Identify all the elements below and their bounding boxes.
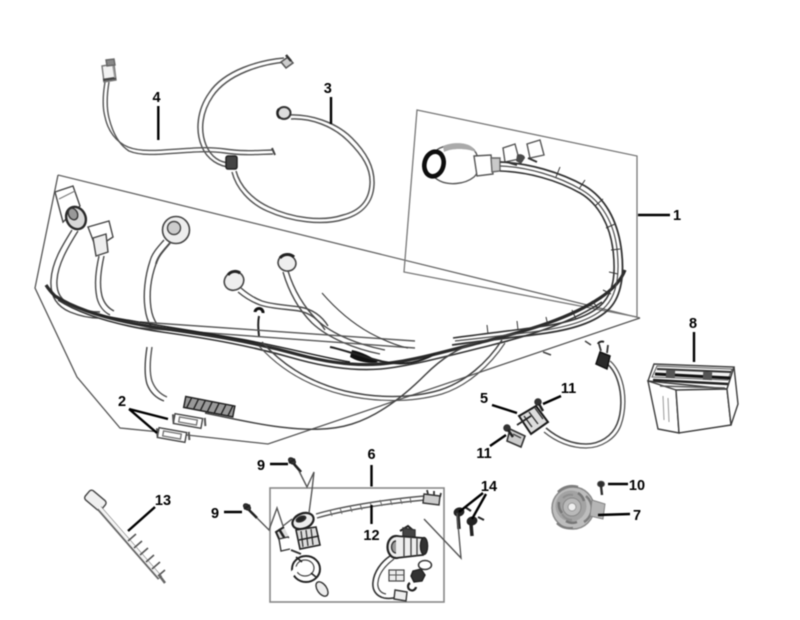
svg-text:5: 5 <box>480 391 488 407</box>
svg-text:4: 4 <box>153 90 161 106</box>
svg-text:2: 2 <box>118 394 126 410</box>
svg-text:9: 9 <box>211 506 219 522</box>
svg-text:11: 11 <box>476 446 491 462</box>
svg-text:3: 3 <box>324 81 332 97</box>
svg-text:11: 11 <box>561 381 576 397</box>
svg-text:1: 1 <box>673 208 681 224</box>
svg-text:14: 14 <box>481 479 497 495</box>
svg-text:10: 10 <box>629 478 645 494</box>
svg-text:12: 12 <box>363 528 379 544</box>
svg-text:6: 6 <box>367 447 375 463</box>
svg-text:9: 9 <box>257 458 265 474</box>
svg-text:13: 13 <box>155 493 171 509</box>
svg-text:8: 8 <box>689 316 697 332</box>
svg-text:7: 7 <box>633 508 641 524</box>
